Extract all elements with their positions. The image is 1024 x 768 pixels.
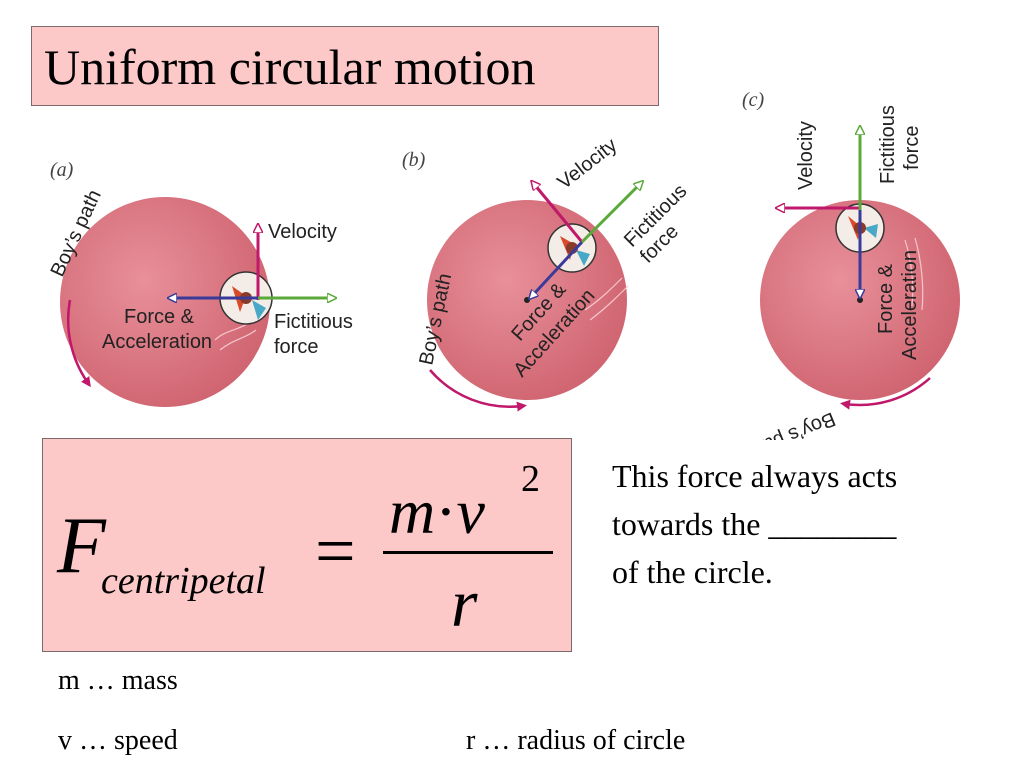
panel-a-disc [60, 197, 270, 407]
panel-a-path-arrow [66, 299, 91, 388]
panel-b-path-arrow [429, 369, 527, 412]
formula-fraction-bar [383, 551, 553, 554]
legend-radius: r … radius of circle [466, 725, 686, 756]
panel-b: (b) Velocity Fictitious force Force & Ac… [402, 134, 691, 412]
panel-a-fictitious-label-2: force [274, 336, 318, 358]
formula-speed-symbol: v [456, 476, 485, 547]
panel-c-path-arrow [840, 377, 931, 410]
formula-dot: · [435, 476, 457, 547]
panel-a-force-label-1: Force & [124, 306, 195, 328]
panel-a-velocity-label: Velocity [268, 221, 337, 243]
formula-mass-symbol: m [389, 476, 436, 547]
panel-c-force-label-1: Force & [875, 263, 897, 334]
note-line-2: towards the ________ [612, 506, 897, 542]
panel-b-force-arrow [532, 240, 584, 296]
formula-subscript: centripetal [101, 560, 266, 602]
legend-mass: m … mass [58, 665, 178, 696]
panel-b-label: (b) [402, 149, 426, 171]
formula-equals: = [315, 511, 356, 591]
formula-numerator: m·v [389, 477, 485, 547]
formula-force-symbol: F [57, 502, 106, 590]
panel-a-fictitious-label-1: Fictitious [274, 311, 353, 333]
circular-motion-diagram: (a) Velocity Force & Acceleration Fictit… [47, 89, 960, 440]
formula-exponent: 2 [521, 458, 540, 500]
title-box: Uniform circular motion [31, 26, 659, 106]
panel-a-label: (a) [50, 159, 74, 181]
panel-c-path-label: Boy’s path [744, 407, 838, 440]
legend-speed: v … speed [58, 725, 178, 756]
slide-title: Uniform circular motion [44, 39, 536, 95]
panel-c-fictitious-label-2: force [901, 126, 923, 170]
panel-b-velocity-arrow [534, 184, 584, 243]
panel-c-label: (c) [742, 89, 765, 111]
panel-a: (a) Velocity Force & Acceleration Fictit… [47, 159, 353, 407]
panel-b-fictitious-arrow [580, 184, 640, 244]
formula-box: F centripetal = m·v 2 r [42, 438, 572, 652]
panel-c-fictitious-label-1: Fictitious [877, 105, 899, 184]
panel-c: (c) Velocity Fictitious force Force & Ac… [742, 89, 960, 440]
panel-b-velocity-label: Velocity [554, 134, 622, 194]
panel-a-force-label-2: Acceleration [102, 331, 212, 353]
direction-note: This force always acts towards the _____… [612, 452, 1012, 596]
note-line-3: of the circle. [612, 554, 773, 590]
note-line-1: This force always acts [612, 458, 898, 494]
formula-denominator: r [451, 565, 478, 641]
panel-c-velocity-label: Velocity [795, 121, 817, 190]
panel-c-force-label-2: Acceleration [899, 250, 921, 360]
